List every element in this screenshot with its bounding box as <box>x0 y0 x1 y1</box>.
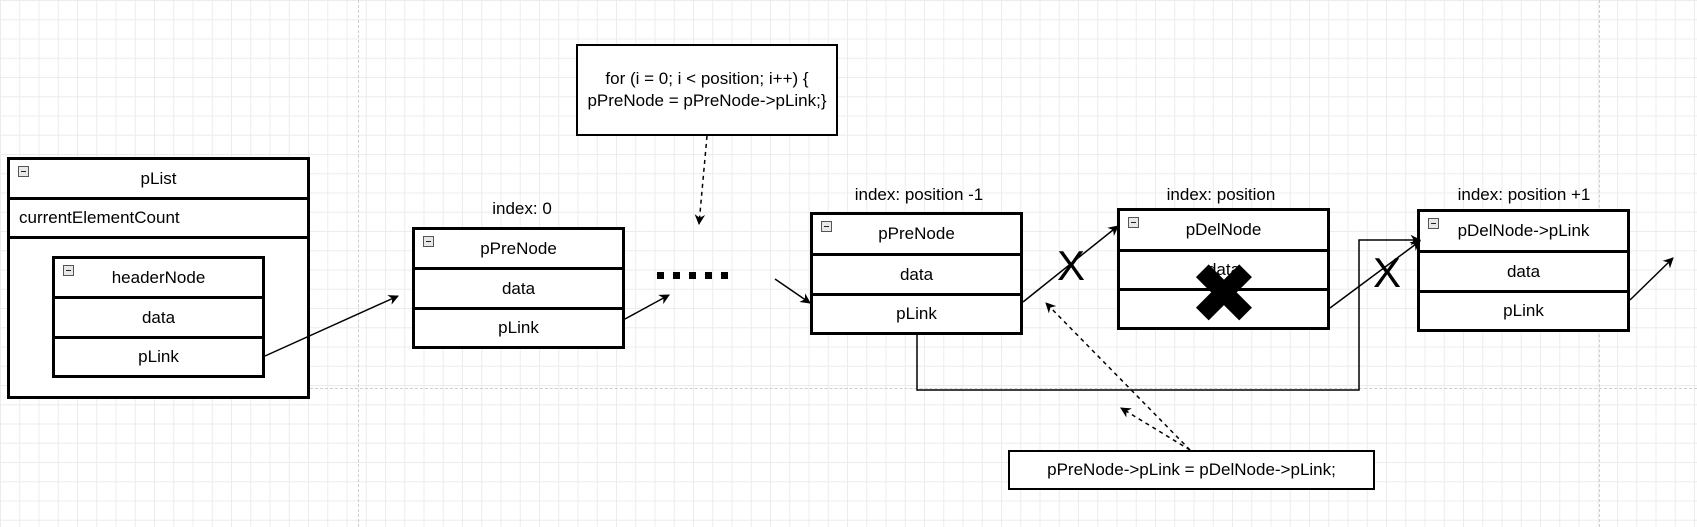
collapse-icon[interactable] <box>821 221 832 232</box>
node-data: data <box>1420 250 1627 290</box>
delete-cross-icon: ✖ <box>1188 247 1260 341</box>
collapse-icon[interactable] <box>1428 218 1439 229</box>
header-node-link: pLink <box>55 336 262 375</box>
header-node-title: headerNode <box>111 267 206 287</box>
node-title: pPreNode <box>878 224 955 243</box>
node-link: pLink <box>415 307 622 346</box>
loop-code-note[interactable]: for (i = 0; i < position; i++) { pPreNod… <box>576 44 838 136</box>
node-data: data <box>813 253 1020 293</box>
new-link-connector <box>916 234 1422 391</box>
link-arrow <box>1629 257 1674 301</box>
broken-link-mark: X <box>1056 242 1086 289</box>
header-node[interactable]: headerNode data pLink <box>52 256 265 378</box>
ellipsis-dots <box>657 266 737 284</box>
assign-code-note[interactable]: pPreNode->pLink = pDelNode->pLink; <box>1008 450 1375 490</box>
dashed-pointer-arrow <box>694 135 708 226</box>
dashed-pointer-arrow <box>1120 407 1191 451</box>
list-node-next[interactable]: pDelNode->pLink data pLink <box>1417 209 1630 332</box>
node-title: pDelNode->pLink <box>1457 221 1590 240</box>
node-index-label: index: position -1 <box>854 185 984 204</box>
node-link: pLink <box>813 293 1020 332</box>
current-element-count-field: currentElementCount <box>10 197 307 236</box>
node-index-label: index: position <box>1166 185 1276 204</box>
old-link-arrow <box>1329 240 1421 309</box>
link-arrow <box>774 278 811 304</box>
node-title: pDelNode <box>1185 220 1262 239</box>
node-data: data <box>1120 249 1327 288</box>
old-link-arrow <box>1022 225 1119 303</box>
list-node-first[interactable]: pPreNode data pLink <box>412 227 625 349</box>
node-link <box>1120 288 1327 327</box>
node-link: pLink <box>1420 290 1627 329</box>
loop-code-line: pPreNode = pPreNode->pLink;} <box>587 91 827 110</box>
node-title: pPreNode <box>480 238 557 258</box>
link-arrow <box>264 295 399 357</box>
page-guide-vertical-left <box>358 0 359 527</box>
collapse-icon[interactable] <box>63 265 74 276</box>
plist-title: pList <box>140 168 177 188</box>
list-node-deleted[interactable]: pDelNode data <box>1117 208 1330 330</box>
loop-code-line: for (i = 0; i < position; i++) { <box>605 69 809 88</box>
node-index-label: index: 0 <box>492 199 552 218</box>
collapse-icon[interactable] <box>1128 217 1139 228</box>
collapse-icon[interactable] <box>18 166 29 177</box>
collapse-icon[interactable] <box>423 236 434 247</box>
node-index-label: index: position +1 <box>1457 185 1591 204</box>
header-node-data: data <box>55 296 262 336</box>
plist-body <box>10 236 307 396</box>
dashed-pointer-arrow <box>1045 302 1191 451</box>
node-data: data <box>415 267 622 307</box>
broken-link-mark: X <box>1372 249 1402 296</box>
list-node-previous[interactable]: pPreNode data pLink <box>810 212 1023 335</box>
link-arrow <box>624 294 670 320</box>
page-guide-horizontal <box>310 388 1697 389</box>
